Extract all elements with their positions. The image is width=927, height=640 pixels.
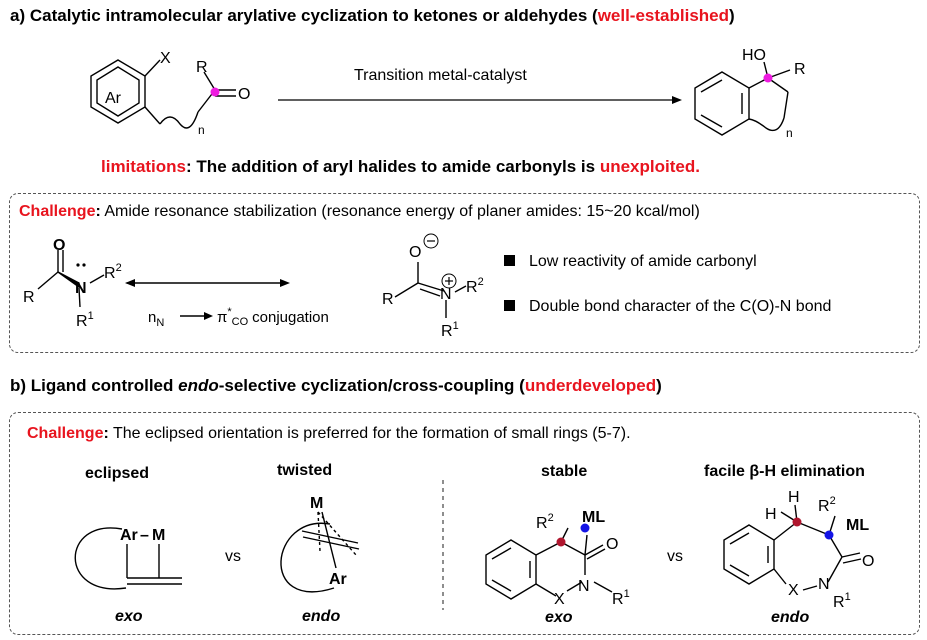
quaternary-carbon-dot xyxy=(556,537,566,547)
square-bullet-icon xyxy=(504,300,515,312)
x-endo-label: X xyxy=(788,582,799,599)
reagent-label: Transition metal-catalyst xyxy=(354,67,527,84)
facile-endo-structure xyxy=(723,504,862,591)
o-stable-label: O xyxy=(606,536,618,553)
r1-endo-label: R1 xyxy=(833,591,851,611)
m-twisted-label: M xyxy=(310,495,323,512)
h-left-label: H xyxy=(765,506,777,523)
metal-carbon-dot xyxy=(580,523,590,533)
n-endo-label: N xyxy=(818,576,830,593)
r-product-label: R xyxy=(794,61,806,78)
challenge-a-line: Challenge: Amide resonance stabilization… xyxy=(19,203,700,220)
r-amide-label: R xyxy=(23,289,35,306)
endo-label-2: endo xyxy=(771,609,810,626)
r2-endo-label: R2 xyxy=(818,495,836,515)
underdeveloped-label: underdeveloped xyxy=(524,376,657,395)
section-a-title: a) Catalytic intramolecular arylative cy… xyxy=(10,6,735,25)
n-stable-label: N xyxy=(578,578,590,595)
r1-amide-label: R1 xyxy=(76,310,94,330)
vs-label-1: vs xyxy=(225,548,241,565)
x-label: X xyxy=(160,50,171,67)
exo-label-2: exo xyxy=(545,609,573,626)
challenge-box-b xyxy=(9,412,920,635)
ml-endo-label: ML xyxy=(846,517,869,534)
r2-iminium-label: R2 xyxy=(466,276,484,296)
bullet-2: Double bond character of the C(O)-N bond xyxy=(504,298,831,316)
ml-stable-label: ML xyxy=(582,509,605,526)
r-label: R xyxy=(196,59,208,76)
exo-label-1: exo xyxy=(115,608,143,625)
bullet-1: Low reactivity of amide carbonyl xyxy=(504,253,757,271)
svg-text:–: – xyxy=(140,527,149,544)
r1-iminium-label: R1 xyxy=(441,320,459,340)
challenge-box-a xyxy=(9,193,920,353)
r2-amide-label: R2 xyxy=(104,262,122,282)
square-bullet-icon xyxy=(504,255,515,267)
benzylic-carbon-dot xyxy=(792,517,802,527)
r2-stable-label: R2 xyxy=(536,512,554,532)
r1-stable-label: R1 xyxy=(612,588,630,608)
challenge-b-line: Challenge: The eclipsed orientation is p… xyxy=(27,425,631,442)
o-label: O xyxy=(238,86,250,103)
carbinol-carbon-dot xyxy=(763,73,773,83)
ar-label: Ar xyxy=(105,90,122,107)
beta-h-elimination-label: facile β-H elimination xyxy=(704,463,865,480)
limitations-line: limitations: The addition of aryl halide… xyxy=(101,157,700,176)
stable-label: stable xyxy=(541,463,588,480)
n-iminium-label: N xyxy=(440,286,452,303)
metal-carbon-dot-endo xyxy=(824,530,834,540)
o-amide-label: O xyxy=(53,237,65,254)
vs-label-2: vs xyxy=(667,548,683,565)
h-top-label: H xyxy=(788,489,800,506)
n-subscript: n xyxy=(198,123,205,137)
eclipsed-exo-diagram xyxy=(74,527,182,590)
stable-exo-structure xyxy=(485,527,613,600)
n-product-subscript: n xyxy=(786,126,793,140)
section-b-title: b) Ligand controlled endo-selective cycl… xyxy=(10,376,662,395)
well-established-label: well-established xyxy=(597,6,730,25)
eclipsed-label: eclipsed xyxy=(85,465,150,482)
twisted-label: twisted xyxy=(277,462,333,479)
o-minus-label: O xyxy=(409,244,421,261)
ar-twisted-label: Ar xyxy=(329,571,347,588)
o-endo-label: O xyxy=(862,553,874,570)
ho-label: HO xyxy=(742,47,766,64)
twisted-endo-diagram xyxy=(280,511,360,593)
x-stable-label: X xyxy=(554,591,565,608)
r-iminium-label: R xyxy=(382,291,394,308)
n-amide-label: N xyxy=(75,280,87,297)
carbonyl-carbon-dot xyxy=(210,87,220,97)
ar-eclipsed-label: Ar xyxy=(120,527,138,544)
m-eclipsed-label: M xyxy=(152,527,165,544)
endo-label-1: endo xyxy=(302,608,341,625)
